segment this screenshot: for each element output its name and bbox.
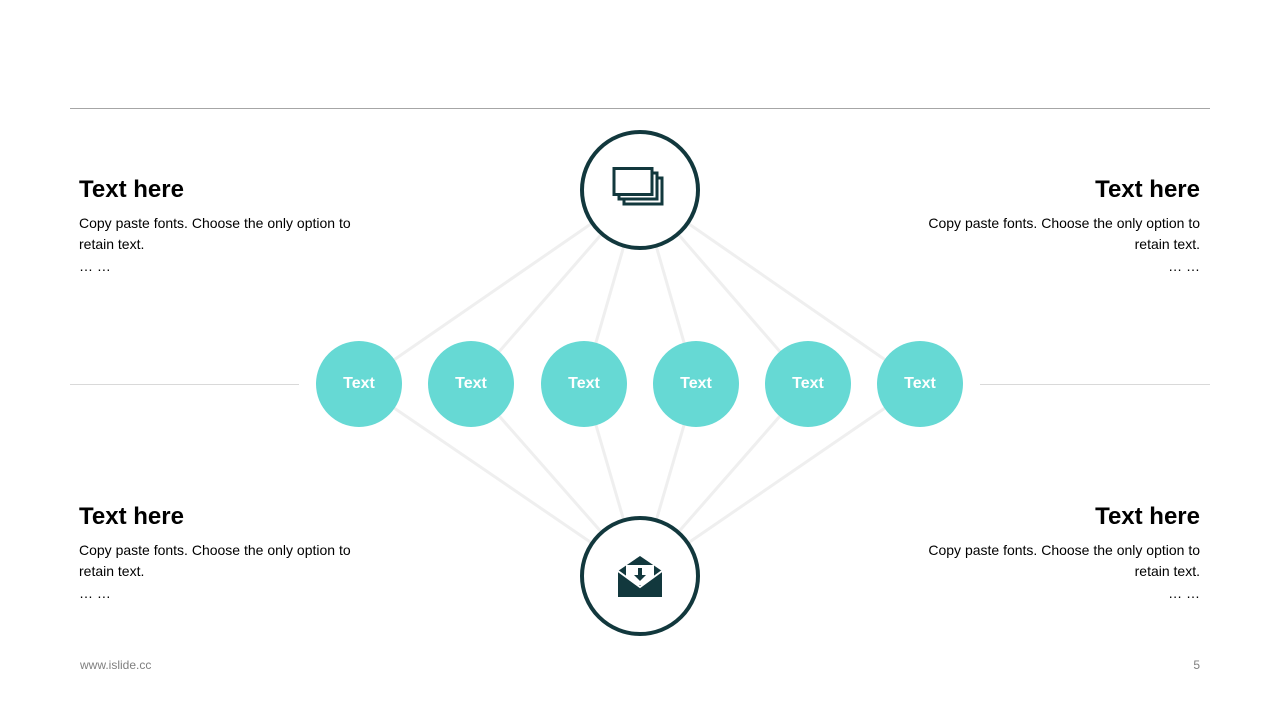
block-ellipsis: … … [79,585,111,601]
block-ellipsis: … … [1168,585,1200,601]
block-body: Copy paste fonts. Choose the only option… [928,542,1200,579]
node-label: Text [904,375,936,392]
node-2: Text [428,341,514,427]
mail-download-icon [617,556,663,597]
block-body: Copy paste fonts. Choose the only option… [79,215,351,252]
node-6: Text [877,341,963,427]
text-block-bottom-right: Text here Copy paste fonts. Choose the o… [900,502,1200,604]
text-block-bottom-left: Text here Copy paste fonts. Choose the o… [79,502,379,604]
text-block-top-right: Text here Copy paste fonts. Choose the o… [900,175,1200,277]
node-1: Text [316,341,402,427]
block-title: Text here [1095,503,1200,530]
block-ellipsis: … … [1168,258,1200,274]
node-label: Text [455,375,487,392]
node-label: Text [792,375,824,392]
cards-icon [612,167,664,206]
middle-divider-right [980,384,1210,385]
block-title: Text here [1095,176,1200,203]
block-title: Text here [79,503,184,530]
node-label: Text [568,375,600,392]
middle-divider-left [70,384,299,385]
top-hub [580,130,700,250]
block-title: Text here [79,176,184,203]
node-5: Text [765,341,851,427]
page-number: 5 [1193,658,1200,672]
node-label: Text [343,375,375,392]
bottom-hub [580,516,700,636]
block-body: Copy paste fonts. Choose the only option… [928,215,1200,252]
node-label: Text [680,375,712,392]
text-block-top-left: Text here Copy paste fonts. Choose the o… [79,175,379,277]
footer-website: www.islide.cc [80,658,152,672]
block-body: Copy paste fonts. Choose the only option… [79,542,351,579]
block-ellipsis: … … [79,258,111,274]
node-3: Text [541,341,627,427]
top-divider [70,108,1210,109]
node-4: Text [653,341,739,427]
